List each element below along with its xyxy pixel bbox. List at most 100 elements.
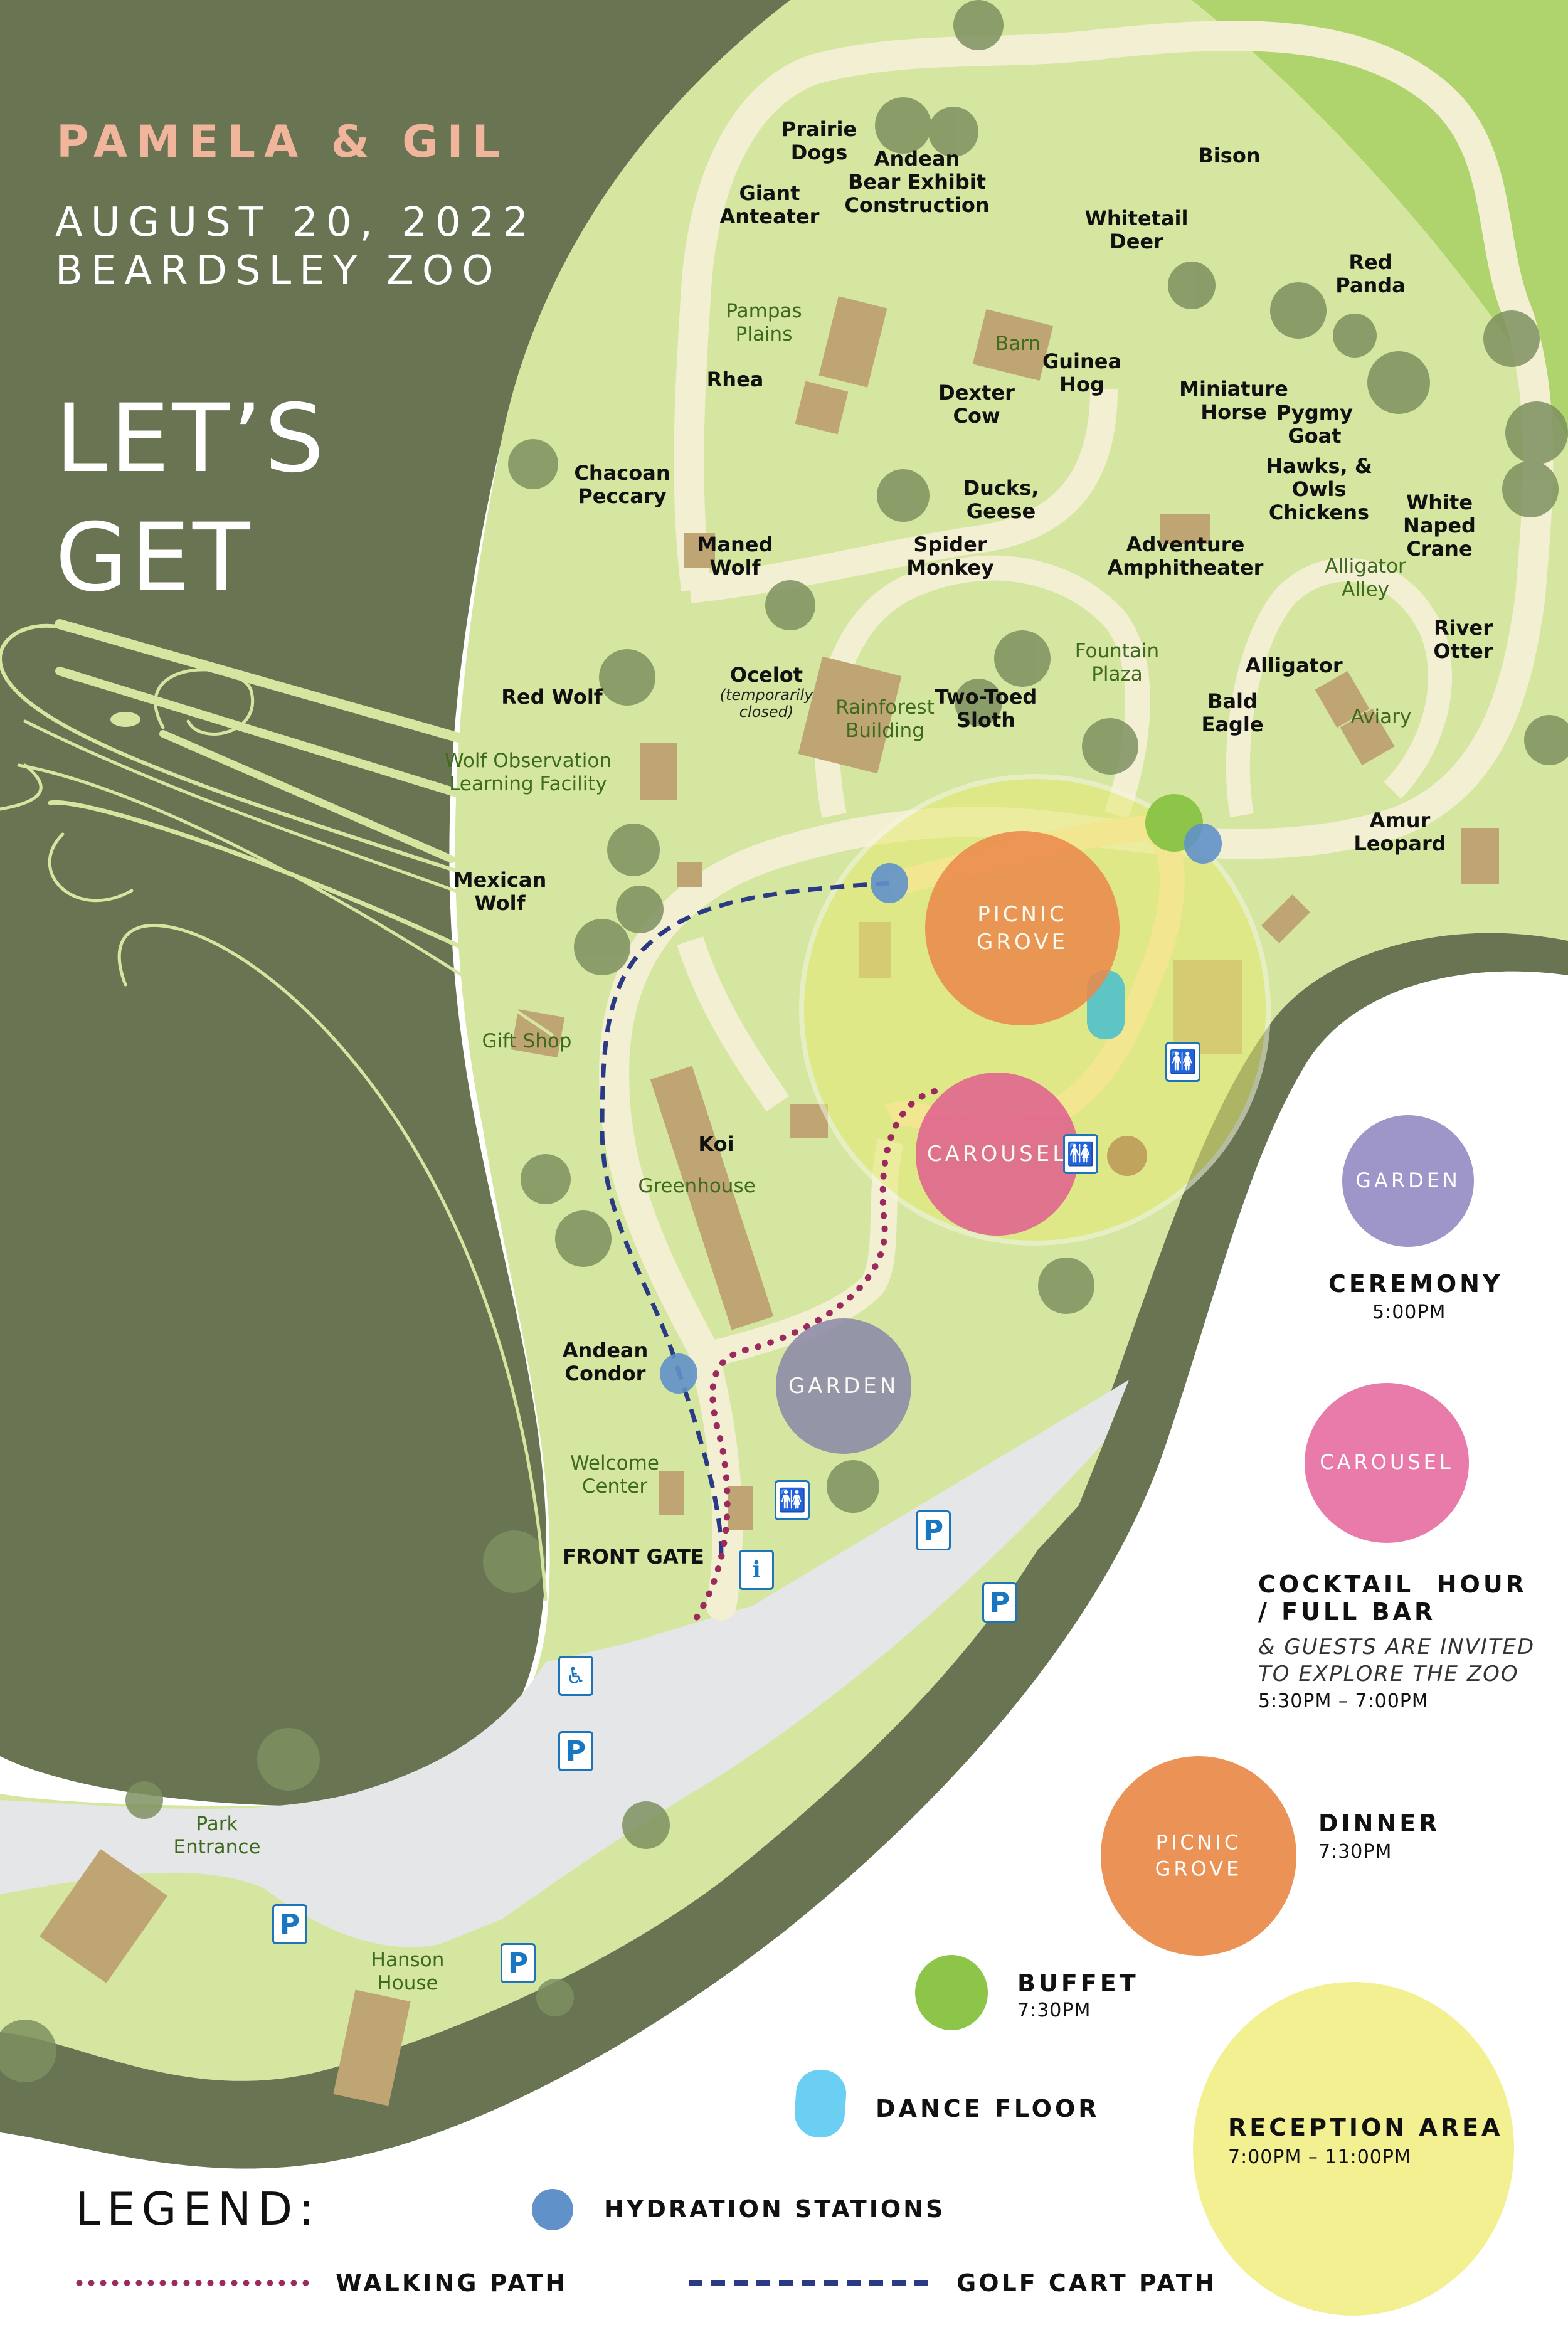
animal-label-bison: Bison	[1198, 144, 1260, 167]
golf-cart-legend-label: GOLF CART PATH	[956, 2269, 1217, 2297]
animal-name: Giant Anteater	[719, 181, 820, 228]
animal-label-alligator: Alligator	[1245, 654, 1342, 677]
tagline-line-1: LET’S	[55, 384, 327, 494]
dinner-time: 7:30PM	[1318, 1841, 1392, 1863]
ceremony-time: 5:00PM	[1372, 1301, 1446, 1323]
animal-label-bald-eagle: Bald Eagle	[1201, 690, 1263, 736]
venue-circle-label: PICNIC GROVE	[977, 901, 1068, 955]
restroom-sign-icon: 🚻	[775, 1480, 810, 1520]
accessible-sign-icon: ♿	[558, 1656, 593, 1696]
animal-name: White Naped Crane	[1403, 490, 1476, 561]
buffet-time: 7:30PM	[1017, 2000, 1091, 2021]
walking-path-line	[693, 1088, 938, 1621]
animal-label-adventure-amphitheater: Adventure Amphitheater	[1108, 533, 1264, 580]
animal-name: Miniature Horse	[1179, 377, 1288, 424]
buffet-circle	[915, 1955, 988, 2030]
animal-name: Hawks, & Owls Chickens	[1266, 454, 1372, 524]
animal-name: Red Panda	[1335, 250, 1406, 297]
walking-path-legend-symbol	[76, 2280, 314, 2286]
walking-path-legend-label: WALKING PATH	[336, 2269, 568, 2297]
hydration-legend-label: HYDRATION STATIONS	[604, 2195, 946, 2223]
parking-sign-icon: P	[982, 1582, 1017, 1623]
animal-name: Prairie Dogs	[781, 117, 857, 164]
venue-circle-garden: GARDEN	[776, 1318, 911, 1454]
animal-name: Ducks, Geese	[963, 476, 1039, 523]
animal-name: Chacoan Peccary	[574, 461, 670, 508]
place-label-fountain-plaza: Fountain Plaza	[1074, 640, 1160, 686]
venue-circle-label: GARDEN	[788, 1373, 899, 1399]
place-label-alligator-alley: Alligator Alley	[1325, 555, 1406, 601]
animal-name: Whitetail Deer	[1084, 206, 1189, 253]
animal-label-river-otter: River Otter	[1433, 617, 1493, 663]
parking-sign-icon: P	[558, 1731, 593, 1771]
animal-label-miniature-horse: Miniature Horse	[1179, 378, 1288, 424]
animal-name: Amur Leopard	[1353, 808, 1446, 856]
cocktail-time: 5:30PM – 7:00PM	[1258, 1690, 1429, 1712]
dinner-picnic-circle: PICNIC GROVE	[1101, 1756, 1296, 1956]
animal-label-front-gate: FRONT GATE	[563, 1545, 704, 1569]
restroom-sign-icon: 🚻	[1165, 1042, 1200, 1082]
animal-label-spider-monkey: Spider Monkey	[906, 533, 994, 580]
reception-title: RECEPTION AREA	[1228, 2114, 1503, 2141]
golf-cart-path-line	[600, 881, 890, 1556]
restroom-sign-icon: 🚻	[1063, 1134, 1098, 1174]
place-label-barn: Barn	[995, 332, 1041, 355]
ceremony-garden-circle: GARDEN	[1342, 1115, 1474, 1247]
venue-circle-label: CAROUSEL	[926, 1141, 1068, 1167]
reception-area-circle	[1193, 1982, 1514, 2316]
animal-label-ducks-geese: Ducks, Geese	[963, 477, 1039, 523]
place-label-rainforest-building: Rainforest Building	[835, 696, 935, 743]
parking-sign-icon: P	[272, 1904, 307, 1944]
animal-name: Red Wolf	[501, 685, 603, 709]
animal-label-andean-bear-exhibit-construction: Andean Bear Exhibit Construction	[844, 147, 989, 216]
animal-label-guinea-hog: Guinea Hog	[1042, 350, 1121, 396]
dance-floor-title: DANCE FLOOR	[876, 2095, 1100, 2122]
place-label-greenhouse: Greenhouse	[638, 1175, 756, 1197]
legend-title: LEGEND:	[75, 2183, 320, 2235]
animal-name: Maned Wolf	[697, 532, 773, 580]
animal-label-dexter-cow: Dexter Cow	[938, 381, 1015, 428]
reception-time: 7:00PM – 11:00PM	[1228, 2146, 1411, 2168]
garden-circle-label: GARDEN	[1355, 1168, 1461, 1193]
venue-circle-carousel: CAROUSEL	[916, 1073, 1079, 1236]
animal-label-chacoan-peccary: Chacoan Peccary	[574, 462, 670, 508]
animal-label-prairie-dogs: Prairie Dogs	[781, 118, 857, 164]
animal-note: (temporarily closed)	[719, 686, 813, 721]
picnic-circle-label: PICNIC GROVE	[1155, 1830, 1242, 1880]
tagline-line-2: GET	[55, 504, 253, 613]
cocktail-title: COCKTAIL HOUR / FULL BAR	[1258, 1571, 1527, 1626]
animal-name: FRONT GATE	[563, 1545, 704, 1569]
animal-label-amur-leopard: Amur Leopard	[1353, 809, 1446, 856]
animal-name: Two-Toed Sloth	[935, 685, 1037, 732]
place-label-park-entrance: Park Entrance	[173, 1813, 261, 1859]
animal-name: Adventure Amphitheater	[1107, 532, 1264, 580]
animal-name: Koi	[698, 1132, 734, 1156]
animal-name: Pygmy Goat	[1276, 401, 1353, 448]
dance-floor-shape	[793, 2068, 848, 2139]
animal-name: Alligator	[1245, 654, 1343, 677]
animal-name: Bald Eagle	[1201, 689, 1264, 736]
wild-script-decoration	[0, 619, 564, 1601]
animal-label-whitetail-deer: Whitetail Deer	[1085, 207, 1189, 253]
animal-name: Andean Condor	[562, 1338, 649, 1385]
parking-sign-icon: P	[501, 1943, 536, 1983]
hydration-station-dot	[660, 1353, 697, 1394]
hydration-legend-symbol	[532, 2189, 573, 2230]
animal-name: Mexican Wolf	[453, 868, 547, 915]
place-label-welcome-center: Welcome Center	[570, 1452, 659, 1498]
animal-label-white-naped-crane: White Naped Crane	[1403, 491, 1476, 560]
event-venue: BEARDSLEY ZOO	[55, 248, 502, 294]
animal-label-mexican-wolf: Mexican Wolf	[453, 869, 547, 915]
animal-name: Dexter Cow	[938, 381, 1015, 428]
cocktail-carousel-circle: CAROUSEL	[1305, 1383, 1469, 1543]
animal-label-andean-condor: Andean Condor	[563, 1339, 649, 1385]
animal-label-red-wolf: Red Wolf	[501, 686, 602, 709]
animal-name: Spider Monkey	[906, 532, 994, 580]
carousel-circle-label: CAROUSEL	[1320, 1450, 1454, 1475]
animal-name: Ocelot	[729, 663, 803, 687]
animal-label-pygmy-goat: Pygmy Goat	[1276, 401, 1353, 448]
hydration-station-dot	[1184, 824, 1222, 864]
